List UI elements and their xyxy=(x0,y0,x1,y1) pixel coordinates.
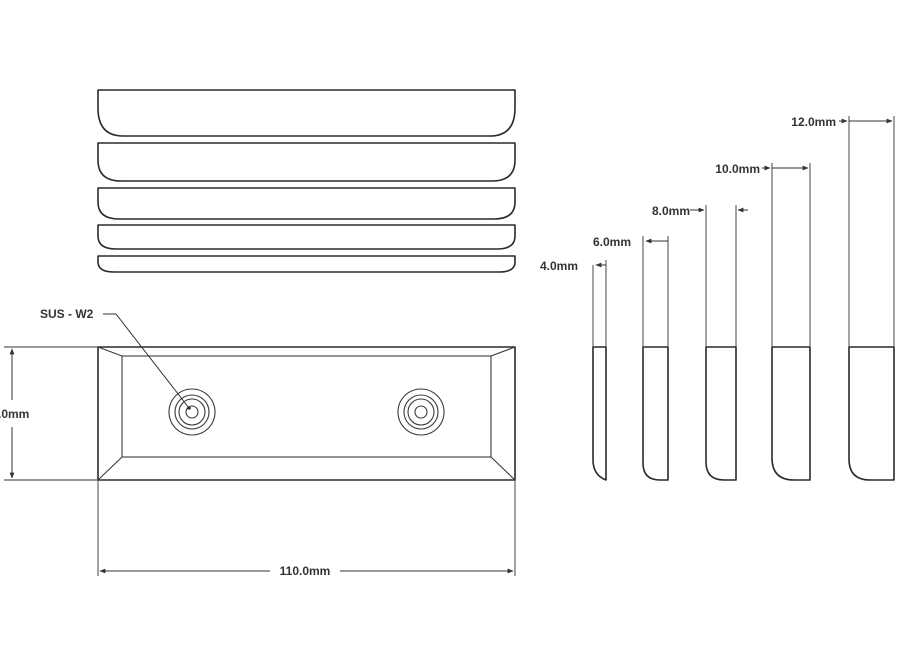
material-label: SUS - W2 xyxy=(40,307,94,321)
material-callout: SUS - W2 xyxy=(40,307,191,410)
side-profiles xyxy=(97,89,516,273)
thickness-label-8mm: 8.0mm xyxy=(652,204,690,218)
side-profile-8mm xyxy=(97,187,516,220)
width-dimension: 110.0mm xyxy=(97,480,516,578)
width-label: 110.0mm xyxy=(280,564,331,578)
thickness-label-4mm: 4.0mm xyxy=(540,259,578,273)
section-12mm: 12.0mm xyxy=(791,115,895,481)
countersunk-hole-right xyxy=(397,388,445,436)
height-dimension: .0mm xyxy=(0,346,98,481)
thickness-label-10mm: 10.0mm xyxy=(715,162,760,176)
section-4mm: 4.0mm xyxy=(540,259,607,481)
section-10mm: 10.0mm xyxy=(715,162,811,481)
side-profile-4mm xyxy=(97,255,516,273)
section-6mm: 6.0mm xyxy=(593,235,669,481)
thickness-label-12mm: 12.0mm xyxy=(791,115,836,129)
height-label: .0mm xyxy=(0,407,29,421)
plate-bevel-inner xyxy=(121,355,492,458)
section-8mm: 8.0mm xyxy=(652,204,748,481)
thickness-sections: 4.0mm 6.0mm 8.0mm 10.0mm xyxy=(540,115,895,481)
plate-front-view xyxy=(97,346,516,481)
side-profile-6mm xyxy=(97,224,516,250)
countersunk-hole-left xyxy=(168,388,216,436)
plate-outline xyxy=(97,346,516,481)
side-profile-10mm xyxy=(97,142,516,182)
side-profile-12mm xyxy=(97,89,516,137)
thickness-label-6mm: 6.0mm xyxy=(593,235,631,249)
